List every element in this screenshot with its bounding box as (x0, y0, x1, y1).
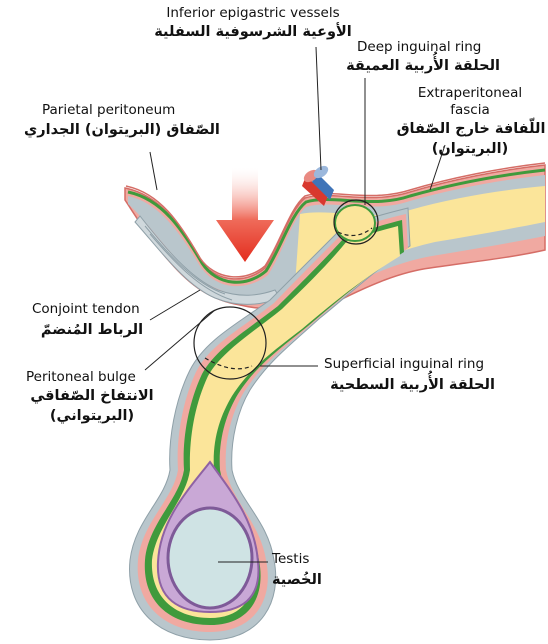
label-extraperitoneal-ar2: (البريتوان) (410, 141, 530, 158)
label-extraperitoneal-en1: Extraperitoneal (410, 86, 530, 102)
label-parietal-peritoneum-en: Parietal peritoneum (42, 103, 175, 119)
label-conjoint-tendon-en: Conjoint tendon (32, 302, 140, 318)
leader-conjoint (150, 290, 200, 320)
label-conjoint-tendon-ar: الرباط المُنضمّ (32, 322, 152, 339)
leader-parietal (150, 152, 157, 190)
label-deep-ring-ar: الحلقة الأُربية العميقة (350, 58, 500, 75)
label-inferior-epigastric-ar: الأوعية الشرسوفية السفلية (146, 24, 360, 41)
label-testis-ar: الخُصية (272, 572, 322, 589)
label-inferior-epigastric-en: Inferior epigastric vessels (146, 6, 360, 22)
label-superficial-ring-en: Superficial inguinal ring (324, 357, 484, 373)
label-extraperitoneal-ar1: اللّفافة خارج الصّفاق (396, 121, 546, 138)
label-parietal-peritoneum-ar: الصّفاق (البريتوان) الجداري (24, 122, 220, 139)
label-peritoneal-bulge-ar1: الانتفاخ الصّفاقي (22, 388, 162, 405)
label-peritoneal-bulge-en: Peritoneal bulge (26, 370, 136, 386)
deep-ring-knob (335, 205, 375, 241)
label-superficial-ring-ar: الحلقة الأُربية السطحية (320, 377, 505, 394)
label-testis-en: Testis (272, 552, 309, 568)
testis (168, 508, 252, 608)
label-peritoneal-bulge-ar2: (البريتواني) (22, 408, 162, 425)
down-arrow-icon (216, 168, 274, 262)
label-extraperitoneal-en2: fascia (410, 103, 530, 119)
leader-epigastric (316, 47, 321, 170)
label-deep-ring-en: Deep inguinal ring (357, 40, 481, 56)
